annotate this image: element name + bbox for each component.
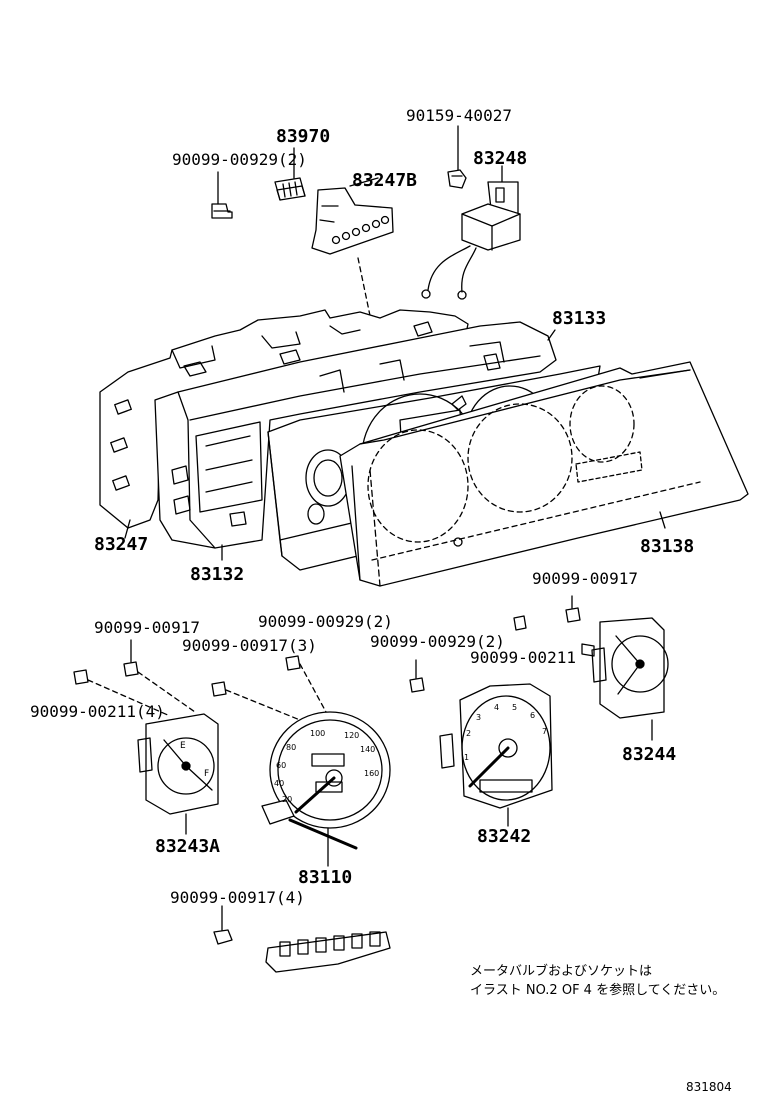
screw-90099-00917-right-icon [565,595,581,623]
reference-note-line1: メータバルブおよびソケットは [470,964,653,979]
svg-text:F: F [204,769,209,779]
screw-90099-00917-left-icon [123,639,196,713]
label-90099-00211-right: 90099-00211 [470,648,576,667]
label-90099-00211-4: 90099-00211(4) [30,702,165,721]
cluster-glass-83138-icon [339,361,749,587]
screw-90099-00211-right-icon [581,643,595,657]
screw-90099-00929-mid-icon [409,659,425,693]
label-83133: 83133 [552,308,607,329]
label-83243A: 83243A [155,836,221,857]
svg-text:100: 100 [310,729,325,738]
label-90159-40027: 90159-40027 [406,106,512,125]
screw-90099-00917-4-icon [213,905,233,945]
svg-text:4: 4 [494,703,499,712]
svg-text:7: 7 [542,727,547,736]
speedometer-83110-icon: 80 100 120 140 160 60 40 20 [261,711,391,867]
label-83132: 83132 [190,564,245,585]
svg-text:6: 6 [530,711,535,720]
label-83242: 83242 [477,826,532,847]
screw-90099-00929-right-icon [513,615,527,631]
screw-90159-40027-icon [447,125,467,189]
tachometer-83242-icon: 3 4 5 6 7 2 1 [439,683,553,827]
label-83248: 83248 [473,148,528,169]
svg-text:1: 1 [464,753,469,762]
label-83247B: 83247B [352,170,418,191]
svg-text:120: 120 [344,731,359,740]
svg-text:80: 80 [286,743,296,752]
label-83110: 83110 [298,867,353,888]
label-90099-00917-4: 90099-00917(4) [170,888,305,907]
label-90099-00917-left: 90099-00917 [94,618,200,637]
svg-text:3: 3 [476,713,481,722]
screw-90099-00211-left-icon [73,669,171,717]
reference-note: メータバルブおよびソケットは イラスト NO.2 OF 4 を参照してください。 [470,963,725,1001]
reference-note-line2: イラスト NO.2 OF 4 を参照してください。 [470,982,726,998]
sensor-83248-icon [421,165,521,300]
label-90099-00929-2-top: 90099-00929(2) [172,150,307,169]
svg-text:60: 60 [276,761,286,770]
gauge-83243A-icon: E F [137,713,219,835]
screw-90099-00917-left2-icon [211,681,301,721]
diagram-code: 831804 [686,1080,732,1094]
screw-90099-00917-3-icon [285,655,327,713]
svg-text:5: 5 [512,703,517,712]
label-83970: 83970 [276,126,331,147]
label-90099-00917-3: 90099-00917(3) [182,636,317,655]
screw-90099-00929-top-icon [211,171,233,219]
socket-strip-icon [265,931,391,973]
label-90099-00929-2-right: 90099-00929(2) [370,632,505,651]
label-83138: 83138 [640,536,695,557]
cluster-case-83132-icon [154,321,557,561]
connector-83970-icon [274,147,306,201]
svg-text:160: 160 [364,769,379,778]
label-90099-00929-2-mid: 90099-00929(2) [258,612,393,631]
svg-text:140: 140 [360,745,375,754]
svg-text:E: E [180,741,186,751]
svg-text:40: 40 [274,779,284,788]
label-83244: 83244 [622,744,677,765]
gauge-83244-icon [591,617,669,741]
label-90099-00917-right: 90099-00917 [532,569,638,588]
circuit-83247B-icon [311,177,394,331]
label-83247: 83247 [94,534,149,555]
svg-text:2: 2 [466,729,471,738]
svg-text:20: 20 [282,795,292,804]
